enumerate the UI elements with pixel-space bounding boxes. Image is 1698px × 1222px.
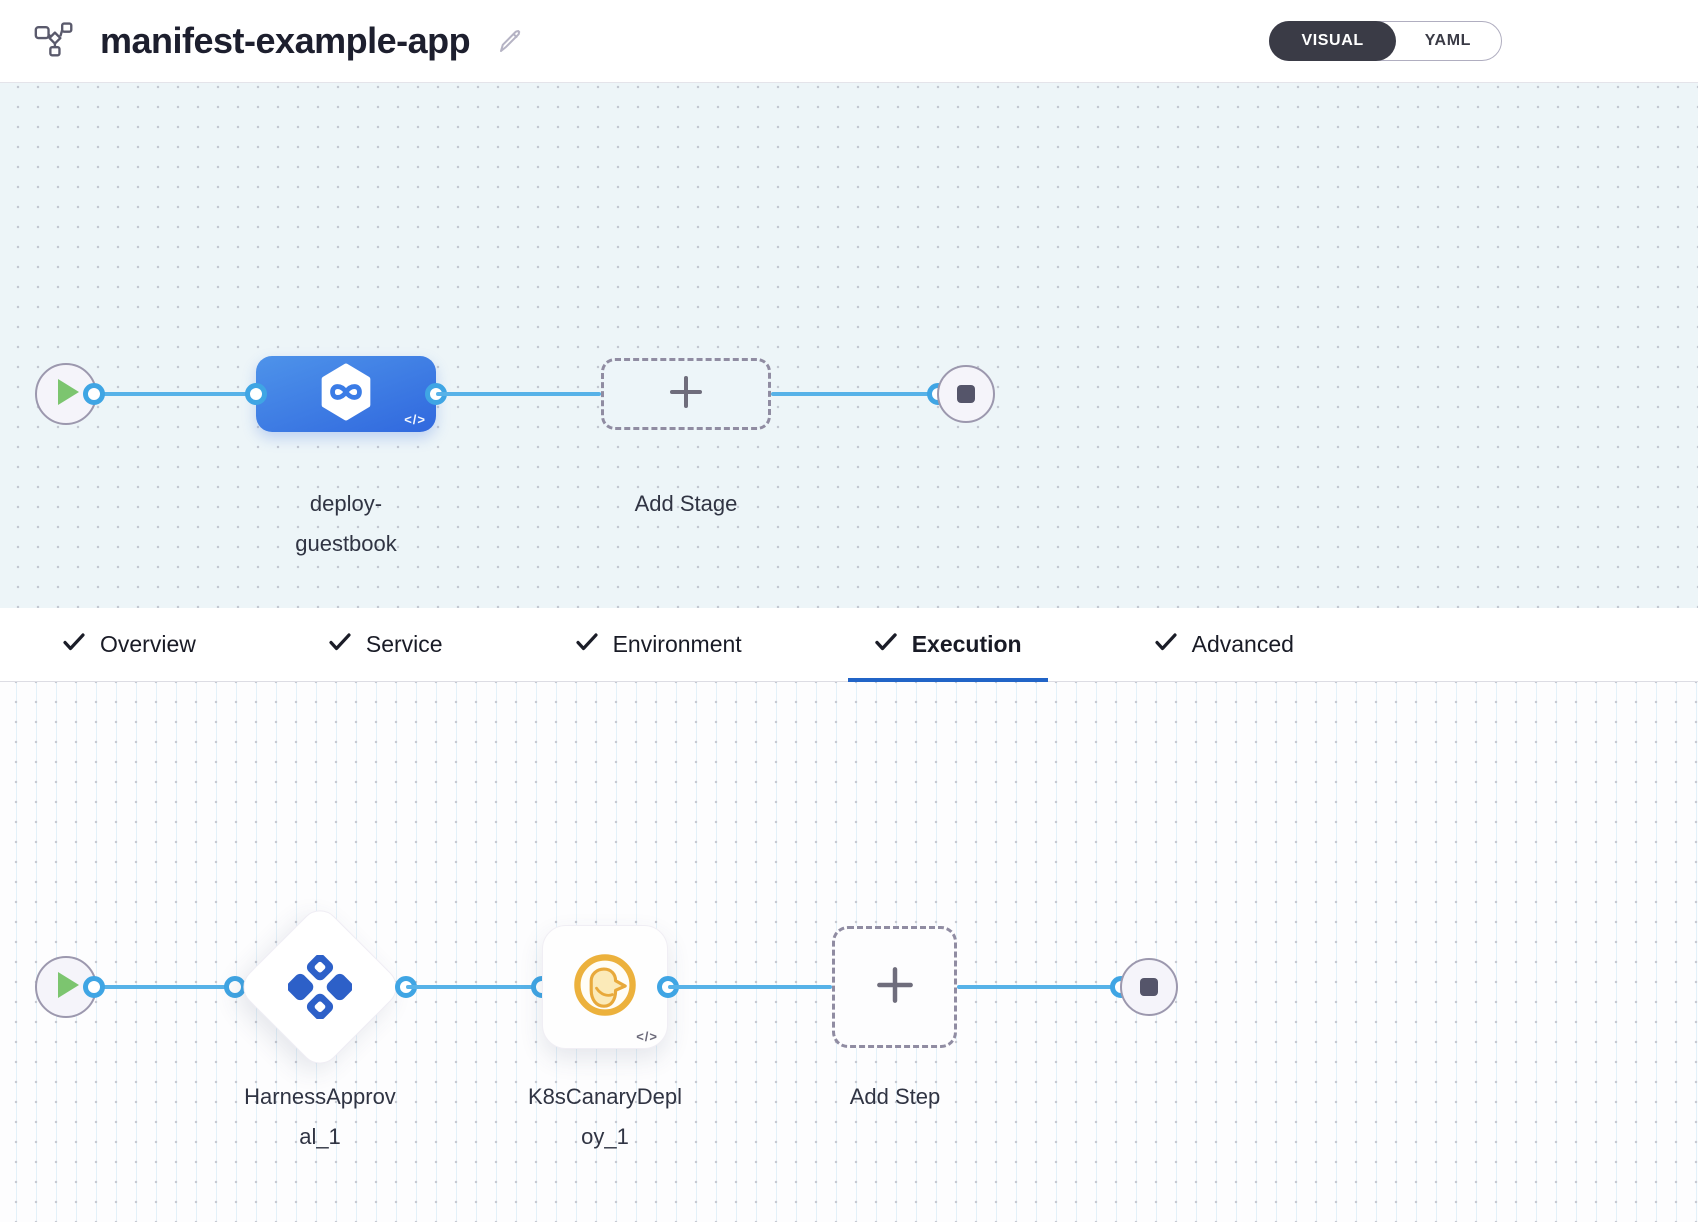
connector-line (436, 392, 601, 396)
add-stage-button[interactable] (601, 358, 771, 430)
check-icon (575, 631, 599, 658)
check-icon (328, 631, 352, 658)
stage-node-deploy-guestbook[interactable]: </> (256, 356, 436, 432)
play-icon (58, 378, 80, 410)
edit-title-button[interactable] (492, 22, 528, 61)
step-label: K8sCanaryDeploy_1 (527, 1084, 683, 1149)
plus-icon (876, 966, 914, 1009)
tab-advanced[interactable]: Advanced (1128, 608, 1320, 681)
toggle-visual[interactable]: VISUAL (1269, 21, 1396, 61)
connector-line (668, 985, 832, 989)
execution-end-node (1120, 958, 1178, 1016)
tab-service[interactable]: Service (302, 608, 469, 681)
execution-canvas[interactable]: </> HarnessApproval_1 K8sCanaryDeploy_1 … (0, 682, 1698, 1222)
page-title: manifest-example-app (100, 20, 471, 61)
add-step-label: Add Step (849, 1084, 941, 1109)
connector-line (94, 392, 256, 396)
pencil-icon (496, 29, 524, 57)
play-icon (58, 971, 80, 1003)
deployment-stage-icon (319, 363, 373, 426)
step-node-k8s-canary-deploy[interactable]: </> (542, 925, 668, 1049)
check-icon (874, 631, 898, 658)
add-step-button[interactable] (832, 926, 957, 1048)
header: manifest-example-app VISUAL YAML (0, 0, 1698, 83)
connector-port[interactable] (83, 976, 105, 998)
connector-line (406, 985, 542, 989)
check-icon (62, 631, 86, 658)
connector-port[interactable] (245, 383, 267, 405)
stop-icon (1140, 978, 1158, 996)
canary-bird-icon (570, 950, 640, 1025)
step-yaml-badge[interactable]: </> (636, 1029, 658, 1044)
connector-port[interactable] (83, 383, 105, 405)
stage-config-tabs: Overview Service Environment Execution A… (0, 608, 1698, 682)
pipeline-end-node (937, 365, 995, 423)
connector-line (94, 985, 235, 989)
tab-overview[interactable]: Overview (36, 608, 222, 681)
connector-line (957, 985, 1121, 989)
stage-label: deploy-guestbook (295, 491, 397, 556)
harness-approval-icon (287, 954, 353, 1024)
add-stage-label: Add Stage (634, 491, 738, 516)
tab-execution[interactable]: Execution (847, 608, 1048, 682)
stage-yaml-badge[interactable]: </> (404, 412, 426, 427)
pipeline-icon (34, 20, 74, 63)
stop-icon (957, 385, 975, 403)
step-label: HarnessApproval_1 (244, 1084, 396, 1149)
view-mode-toggle: VISUAL YAML (1269, 21, 1502, 61)
connector-line (771, 392, 938, 396)
stage-canvas[interactable]: </> deploy-guestbook Add Stage (0, 83, 1698, 608)
plus-icon (669, 375, 703, 414)
check-icon (1154, 631, 1178, 658)
toggle-yaml[interactable]: YAML (1424, 32, 1471, 49)
tab-environment[interactable]: Environment (549, 608, 768, 681)
